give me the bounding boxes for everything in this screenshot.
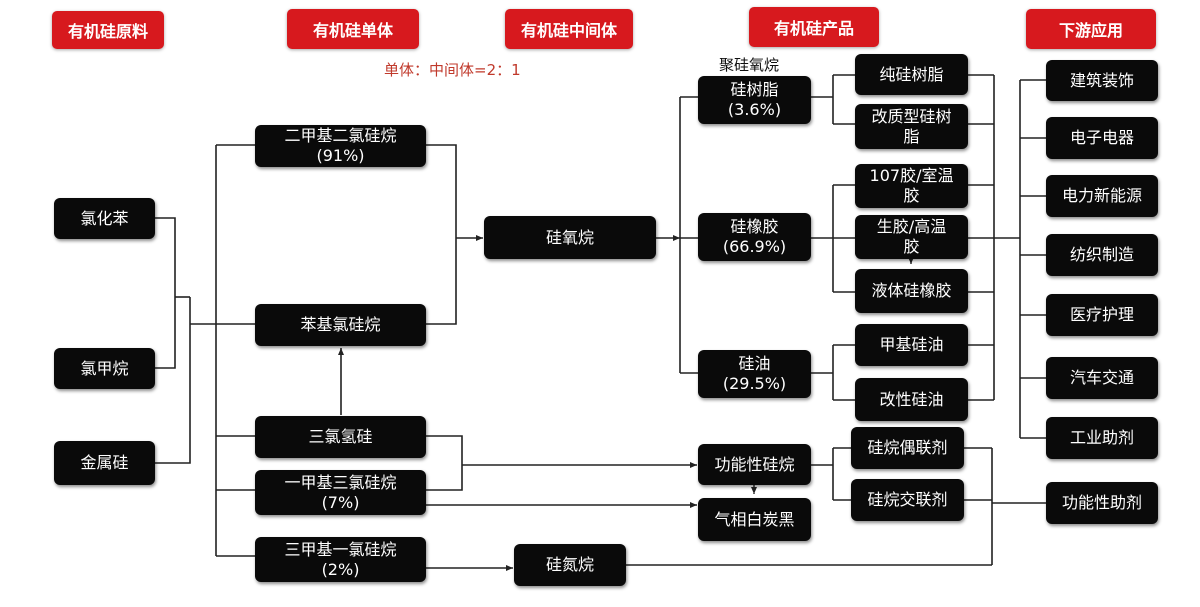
liquid-rubber-label: 液体硅橡胶 (871, 281, 952, 300)
header-monomer-label: 有机硅单体 (312, 21, 393, 40)
crosslinker-label: 硅烷交联剂 (867, 490, 948, 509)
functional-aid-label: 功能性助剂 (1061, 493, 1142, 512)
htv-line-2: 胶 (903, 237, 920, 256)
resin-name: 硅树脂 (730, 80, 779, 99)
app-label-industrial-aid: 工业助剂 (1069, 428, 1134, 447)
coupling-agent-label: 硅烷偶联剂 (867, 438, 948, 457)
dmc-name: 二甲基二氯硅烷 (284, 126, 397, 145)
node-rtv-rubber: 107胶/室温胶 (855, 164, 968, 208)
chloromethane-label: 氯甲烷 (80, 358, 129, 378)
node-silane-crosslinker: 硅烷交联剂 (851, 479, 964, 521)
app-label-textile: 纺织制造 (1069, 245, 1134, 264)
header-monomer: 有机硅单体 (287, 9, 419, 49)
rubber-name: 硅橡胶 (730, 217, 779, 236)
header-product-label: 有机硅产品 (773, 19, 854, 38)
tmcs-percent: (2%) (321, 559, 360, 579)
node-app-medical: 医疗护理 (1046, 294, 1158, 336)
modified-resin-line-1: 改质型硅树 (871, 106, 952, 126)
app-label-new-energy: 电力新能源 (1061, 186, 1142, 205)
node-functional-aid: 功能性助剂 (1046, 482, 1158, 524)
node-silicone-oil: 硅油(29.5%) (698, 350, 811, 398)
node-app-electronics: 电子电器 (1046, 117, 1158, 159)
silazane-label: 硅氮烷 (545, 555, 594, 574)
node-siloxane: 硅氧烷 (484, 216, 656, 259)
node-pure-silicone-resin: 纯硅树脂 (855, 54, 968, 95)
header-intermediate-label: 有机硅中间体 (520, 21, 617, 40)
node-silicon-metal: 金属硅 (54, 441, 155, 485)
app-label-automotive: 汽车交通 (1069, 368, 1134, 387)
rubber-percent: (66.9%) (722, 237, 787, 256)
node-liquid-silicone-rubber: 液体硅橡胶 (855, 269, 968, 313)
node-trichlorosilane: 三氯氢硅 (255, 416, 426, 458)
pure-resin-label: 纯硅树脂 (879, 64, 944, 84)
node-trimethylchlorosilane: 三甲基一氯硅烷(2%) (255, 537, 426, 582)
resin-percent: (3.6%) (727, 100, 782, 119)
app-label-medical: 医疗护理 (1069, 305, 1134, 324)
rtv-line-1: 107胶/室温 (869, 166, 954, 185)
node-modified-silicone-resin: 改质型硅树脂 (855, 104, 968, 149)
fumed-silica-label: 气相白炭黑 (714, 509, 795, 529)
node-app-new-energy: 电力新能源 (1046, 175, 1158, 217)
header-raw-materials: 有机硅原料 (52, 11, 164, 49)
dmc-percent: (91%) (316, 146, 365, 165)
node-methyltrichlorosilane: 一甲基三氯硅烷(7%) (255, 470, 426, 515)
header-product: 有机硅产品 (749, 7, 879, 47)
node-chlorobenzene: 氯化苯 (54, 198, 155, 239)
node-functional-silane: 功能性硅烷 (698, 444, 811, 485)
header-downstream-label: 下游应用 (1058, 21, 1123, 40)
node-silazane: 硅氮烷 (514, 544, 626, 586)
mtcs-percent: (7%) (321, 492, 360, 512)
node-app-automotive: 汽车交通 (1046, 357, 1158, 399)
mtcs-name: 一甲基三氯硅烷 (284, 472, 397, 492)
ratio-note: 单体：中间体=2：1 (384, 61, 521, 79)
methyl-oil-label: 甲基硅油 (879, 335, 944, 354)
app-label-electronics: 电子电器 (1069, 128, 1134, 147)
phenyl-name: 苯基氯硅烷 (300, 315, 381, 334)
tmcs-name: 三甲基一氯硅烷 (284, 539, 397, 559)
oil-name: 硅油 (738, 354, 771, 373)
silicon-metal-label: 金属硅 (80, 453, 129, 472)
node-app-construction: 建筑装饰 (1046, 60, 1158, 101)
node-silicone-rubber: 硅橡胶(66.9%) (698, 213, 811, 261)
node-methyl-silicone-oil: 甲基硅油 (855, 324, 968, 366)
modified-resin-line-2: 脂 (903, 126, 920, 146)
htv-line-1: 生胶/高温 (876, 217, 947, 236)
node-silicone-resin: 硅树脂(3.6%) (698, 76, 811, 124)
functional-silane-label: 功能性硅烷 (714, 454, 795, 474)
node-app-textile: 纺织制造 (1046, 234, 1158, 276)
tcs-name: 三氯氢硅 (308, 427, 373, 446)
node-app-industrial-aid: 工业助剂 (1046, 417, 1158, 459)
header-raw-label: 有机硅原料 (67, 22, 148, 41)
polysiloxane-label: 聚硅氧烷 (719, 56, 780, 74)
modified-oil-label: 改性硅油 (879, 389, 944, 409)
chlorobenzene-label: 氯化苯 (80, 208, 129, 228)
node-dimethyldichlorosilane: 二甲基二氯硅烷(91%) (255, 125, 426, 167)
node-silane-coupling-agent: 硅烷偶联剂 (851, 427, 964, 469)
node-phenylchlorosilane: 苯基氯硅烷 (255, 304, 426, 346)
app-label-construction: 建筑装饰 (1069, 70, 1134, 90)
node-htv-rubber: 生胶/高温胶 (855, 215, 968, 259)
siloxane-label: 硅氧烷 (545, 227, 594, 247)
node-chloromethane: 氯甲烷 (54, 348, 155, 389)
node-modified-silicone-oil: 改性硅油 (855, 378, 968, 421)
node-fumed-silica: 气相白炭黑 (698, 498, 811, 541)
header-downstream: 下游应用 (1026, 9, 1156, 49)
rtv-line-2: 胶 (903, 186, 920, 205)
oil-percent: (29.5%) (722, 374, 787, 393)
header-intermediate: 有机硅中间体 (505, 9, 633, 49)
